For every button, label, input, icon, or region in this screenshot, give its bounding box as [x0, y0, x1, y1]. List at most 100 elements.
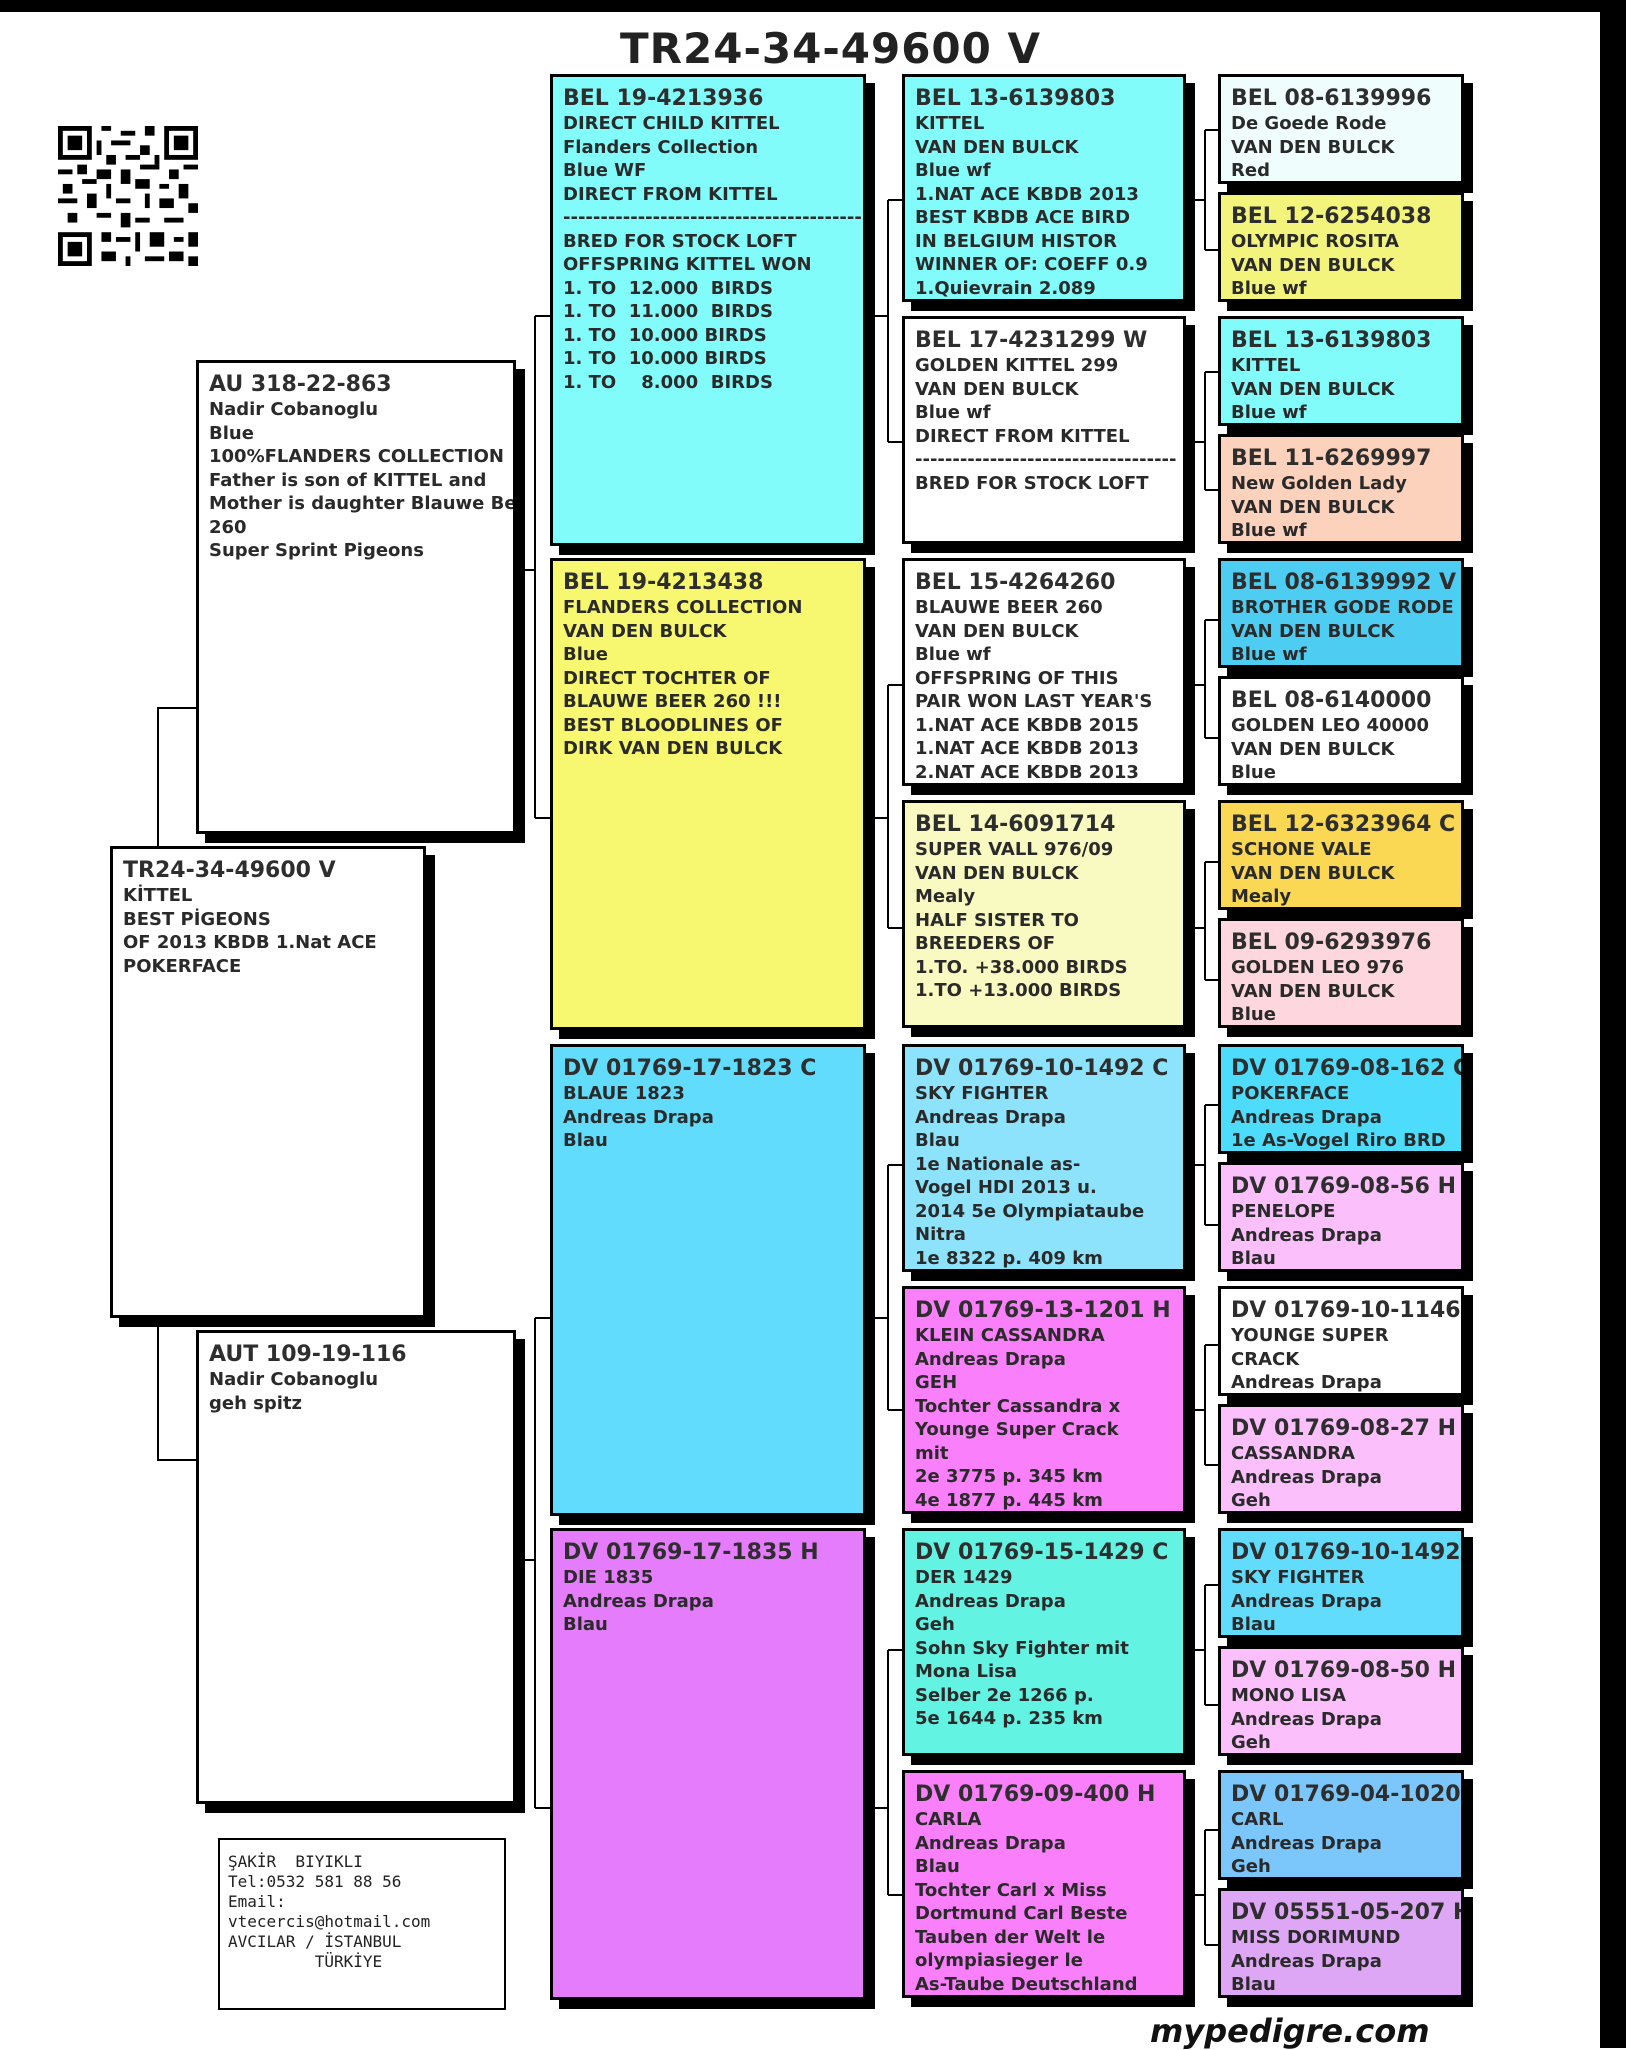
detail-line: VAN DEN BULCK	[915, 620, 1079, 642]
contact-country: TÜRKİYE	[228, 1952, 383, 1971]
detail-line: Andreas Drapa	[1231, 1372, 1382, 1393]
detail-line: New Golden Lady	[1231, 473, 1407, 494]
detail-line: Sohn Sky Fighter mit	[915, 1637, 1129, 1659]
ring-number: DV 05551-05-207 H	[1231, 1900, 1464, 1925]
detail-line: 1.Quievrain 2.089	[915, 277, 1096, 299]
ring-number: DV 01769-15-1429 C	[915, 1540, 1169, 1565]
detail-line: Blau	[1231, 1614, 1276, 1635]
detail-line: SKY FIGHTER	[1231, 1567, 1365, 1588]
detail-line: KİTTEL	[123, 885, 193, 906]
detail-line: KITTEL	[915, 113, 985, 134]
detail-line: CASSANDRA	[1231, 1443, 1355, 1464]
detail-line: VAN DEN BULCK	[1231, 980, 1395, 1002]
detail-line: Andreas Drapa	[915, 1590, 1066, 1612]
detail-line: Dortmund Carl Beste	[915, 1903, 1128, 1924]
detail-line: BEST KBDB ACE BIRD	[915, 207, 1131, 228]
detail-line: Blau	[1231, 1248, 1276, 1269]
site-footer-link[interactable]: mypedigre.com	[1150, 2012, 1430, 2050]
detail-line: SUPER VALL 976/09	[915, 839, 1114, 860]
detail-line: geh spitz	[209, 1392, 303, 1414]
ring-number: BEL 08-6139992 V	[1231, 570, 1457, 595]
detail-line: DIRECT FROM KITTEL	[915, 425, 1130, 447]
detail-line: Flanders Collection	[563, 136, 759, 158]
ring-number: DV 01769-04-1020 C	[1231, 1782, 1464, 1807]
detail-line: Blue wf	[915, 644, 991, 665]
detail-line: VAN DEN BULCK	[1231, 738, 1395, 760]
detail-line: FLANDERS COLLECTION	[563, 597, 803, 618]
detail-line: DIRECT FROM KITTEL	[563, 183, 778, 205]
detail-line: BEST BLOODLINES OF	[563, 714, 783, 736]
detail-line: Andreas Drapa	[915, 1832, 1066, 1854]
detail-line: BRED FOR STOCK LOFT	[915, 472, 1149, 494]
detail-line: Red	[1231, 160, 1270, 181]
ring-number: BEL 08-6140000	[1231, 688, 1432, 713]
detail-line: DIRK VAN DEN BULCK	[563, 738, 783, 759]
detail-line: 1. TO 11.000 BIRDS	[563, 301, 773, 322]
detail-line: SCHONE VALE	[1231, 839, 1372, 860]
detail-line: Nadir Cobanoglu	[209, 1369, 379, 1390]
ring-number: BEL 11-6269997	[1231, 446, 1432, 471]
ring-number: DV 01769-08-50 H	[1231, 1658, 1457, 1683]
detail-line: Geh	[1231, 1856, 1271, 1877]
detail-line: Nadir Cobanoglu	[209, 399, 379, 420]
detail-line: OF 2013 KBDB 1.Nat ACE	[123, 932, 377, 953]
detail-line: Andreas Drapa	[563, 1106, 714, 1128]
detail-line: OFFSPRING OF THIS	[915, 667, 1119, 689]
detail-line: 1.TO +13.000 BIRDS	[915, 980, 1122, 1001]
detail-line: VAN DEN BULCK	[915, 378, 1079, 400]
detail-line: 1.NAT ACE KBDB 2013	[915, 183, 1139, 205]
detail-line: KITTEL	[1231, 355, 1301, 376]
detail-line: 2.NAT ACE KBDB 2013	[915, 761, 1139, 783]
detail-line: VAN DEN BULCK	[1231, 496, 1395, 518]
detail-line: BRED FOR STOCK LOFT	[563, 230, 797, 252]
detail-line: De Goede Rode	[1231, 113, 1387, 134]
detail-line: Vogel HDI 2013 u.	[915, 1177, 1097, 1198]
detail-line: YOUNGE SUPER	[1231, 1325, 1389, 1346]
detail-line: Geh	[915, 1614, 955, 1635]
contact-email[interactable]: vtecercis@hotmail.com	[228, 1912, 431, 1931]
detail-line: Andreas Drapa	[1231, 1106, 1382, 1128]
